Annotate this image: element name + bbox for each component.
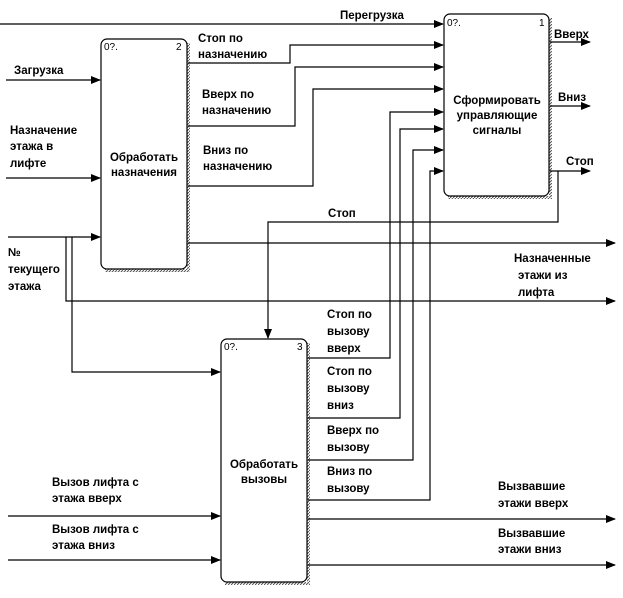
label-assigned-floors: Назначенные xyxy=(514,253,591,265)
box-form-signals: 0?. 1 Сформировать управляющие сигналы xyxy=(443,13,550,197)
label-assigned-floors: лифта xyxy=(518,287,555,299)
label-stop-call-down: Стоп по xyxy=(327,366,372,378)
box-corner-code: 0?. xyxy=(104,42,118,53)
box-process-assignments: 0?. 2 Обработать назначения xyxy=(100,38,188,270)
box-number: 3 xyxy=(297,342,303,353)
box-corner-code: 0?. xyxy=(447,18,461,29)
label-stop-feedback: Стоп xyxy=(328,208,356,220)
label-stop-by-assignment: Стоп по xyxy=(198,33,243,45)
label-call-down: Вызов лифта с xyxy=(52,524,139,536)
label-called-down: этажи вниз xyxy=(498,544,562,556)
label-down-by-assignment: Вниз по xyxy=(203,145,248,157)
label-current-floor: этажа xyxy=(8,281,42,293)
box-label: назначения xyxy=(111,167,177,179)
arrow-up-by-call xyxy=(308,146,444,461)
box-label: Обработать xyxy=(110,152,178,164)
label-up-by-assignment: Вверх по xyxy=(202,89,254,101)
label-up-out: Вверх xyxy=(554,29,589,41)
box-number: 2 xyxy=(176,42,182,53)
label-down-by-call: Вниз по xyxy=(327,466,372,478)
box-process-calls: 0?. 3 Обработать вызовы xyxy=(220,338,308,583)
label-up-by-call: Вверх по xyxy=(327,425,379,437)
label-stop-out: Стоп xyxy=(566,156,594,168)
label-current-floor: № xyxy=(8,247,21,259)
label-down-by-assignment: назначению xyxy=(203,161,272,173)
arrow-down-by-call xyxy=(308,167,444,501)
label-floor-assignment: лифте xyxy=(10,158,46,170)
label-up-by-assignment: назначению xyxy=(202,105,271,117)
label-call-up: этажа вверх xyxy=(52,493,122,505)
label-stop-call-up: Стоп по xyxy=(327,309,372,321)
label-called-down: Вызвавшие xyxy=(498,528,565,540)
arrow-current-floor-branch xyxy=(65,237,616,305)
arrow-stop-call-down xyxy=(308,125,444,419)
label-stop-call-down: вниз xyxy=(327,400,354,412)
box-label: Обработать xyxy=(230,459,298,471)
label-stop-call-up: вызову xyxy=(327,326,370,338)
label-called-up: Вызвавшие xyxy=(498,481,565,493)
box-label: Сформировать xyxy=(453,95,541,107)
box-label: вызовы xyxy=(241,474,287,486)
label-called-up: этажи вверх xyxy=(498,498,569,510)
label-floor-assignment: этажа в xyxy=(10,141,53,153)
label-overload: Перегрузка xyxy=(340,10,404,22)
arrow-stop-by-assignment xyxy=(188,41,444,64)
label-floor-assignment: Назначение xyxy=(10,125,77,137)
box-label: сигналы xyxy=(473,125,522,137)
arrow-down-by-assignment xyxy=(188,85,444,187)
arrow-stop-call-up xyxy=(308,108,444,359)
box-corner-code: 0?. xyxy=(224,342,238,353)
label-call-up: Вызов лифта с xyxy=(52,477,139,489)
label-stop-call-down: вызову xyxy=(327,383,370,395)
label-loading: Загрузка xyxy=(14,65,64,77)
label-stop-by-assignment: назначению xyxy=(198,49,267,61)
arrow-current-floor-to-calls xyxy=(71,237,221,376)
box-number: 1 xyxy=(539,18,545,29)
label-up-by-call: вызову xyxy=(327,442,370,454)
label-stop-call-up: вверх xyxy=(327,343,361,355)
label-down-out: Вниз xyxy=(558,92,586,104)
label-assigned-floors: этажи из xyxy=(518,270,568,282)
label-down-by-call: вызову xyxy=(327,483,370,495)
box-label: управляющие xyxy=(457,110,538,122)
label-call-down: этажа вниз xyxy=(52,540,115,552)
arrow-up-by-assignment xyxy=(188,63,444,127)
label-current-floor: текущего xyxy=(8,264,60,276)
